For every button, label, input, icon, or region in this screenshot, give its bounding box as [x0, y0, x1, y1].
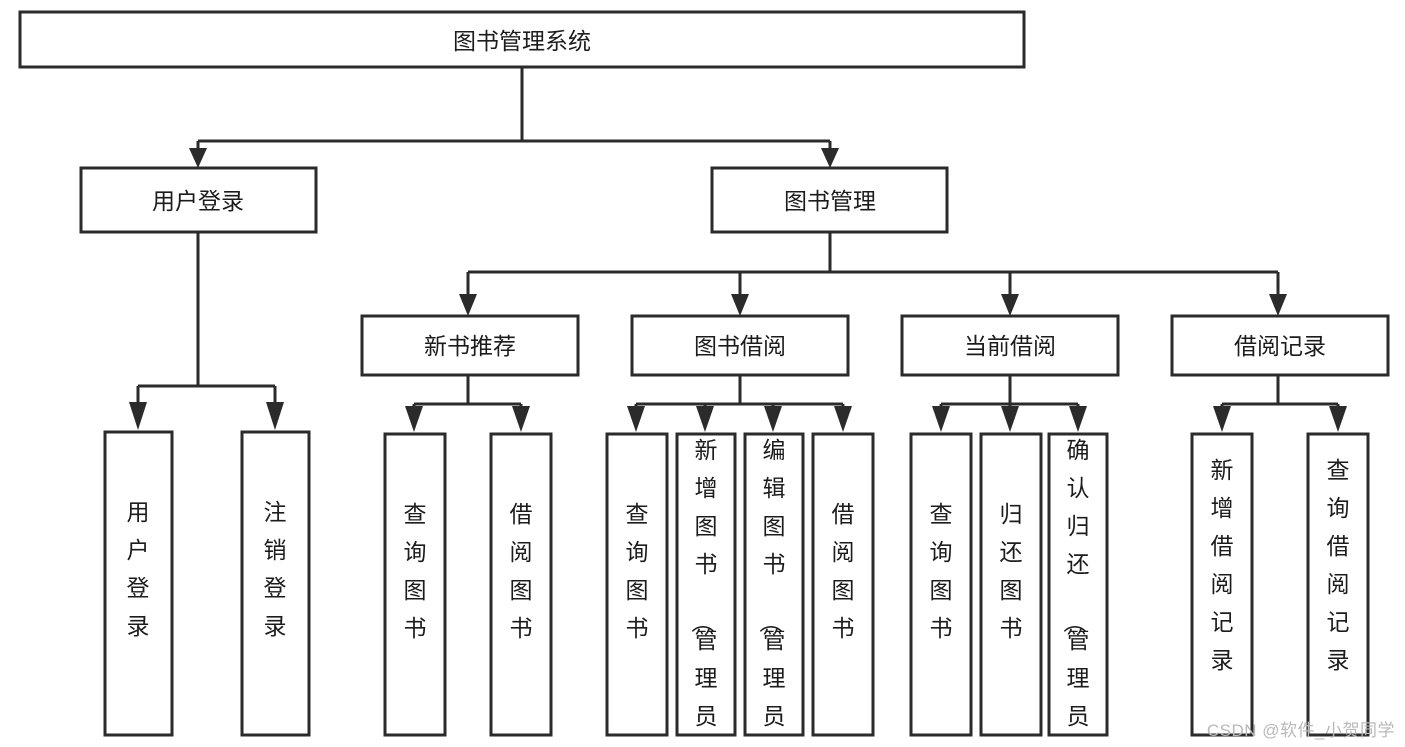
node-current-borrow-label: 当前借阅 — [964, 333, 1056, 359]
node-borrow-record-box[interactable] — [1170, 314, 1390, 377]
node-root-label: 图书管理系统 — [453, 28, 591, 54]
node-leaf-add-book-admin-label: 新增图书（管理员） — [690, 437, 718, 747]
node-leaf-query-book-3-box[interactable] — [909, 432, 973, 737]
arrow-book-borrow-to-leaf2 — [696, 406, 714, 432]
node-leaf-confirm-return-admin[interactable]: 确认归还（管理员） — [1047, 432, 1109, 747]
node-leaf-edit-book-admin[interactable]: 编辑图书（管理员） — [743, 432, 805, 747]
arrow-book-borrow-to-leaf1 — [627, 406, 645, 432]
arrow-book-manage-to-current-borrow — [1001, 294, 1019, 316]
node-leaf-query-record[interactable]: 查询借阅记录 — [1306, 432, 1370, 737]
node-leaf-add-record-label: 新增借阅记录 — [1211, 457, 1234, 673]
node-leaf-borrow-book-1-box[interactable] — [489, 432, 553, 737]
node-leaf-query-book-2-label: 查询图书 — [626, 501, 649, 641]
node-root[interactable]: 图书管理系统 — [18, 10, 1026, 69]
node-current-borrow[interactable]: 当前借阅 — [900, 314, 1120, 377]
arrow-book-manage-to-borrow-record — [1269, 294, 1287, 316]
node-new-book-rec[interactable]: 新书推荐 — [360, 314, 580, 377]
node-leaf-borrow-book-1[interactable]: 借阅图书 — [489, 432, 553, 737]
node-leaf-return-book-box[interactable] — [979, 432, 1043, 737]
arrow-current-borrow-to-leaf1 — [932, 406, 950, 432]
node-leaf-user-login-label: 用户登录 — [127, 499, 150, 639]
node-leaf-add-record-box[interactable] — [1190, 432, 1254, 737]
node-leaf-query-book-1[interactable]: 查询图书 — [383, 432, 447, 737]
arrow-current-borrow-to-leaf3 — [1069, 406, 1087, 432]
node-leaf-query-book-2-box[interactable] — [605, 432, 669, 737]
node-leaf-query-book-3-label: 查询图书 — [930, 501, 953, 641]
node-leaf-borrow-book-2-label: 借阅图书 — [832, 501, 855, 641]
node-leaf-query-book-2[interactable]: 查询图书 — [605, 432, 669, 737]
node-borrow-record[interactable]: 借阅记录 — [1170, 314, 1390, 377]
arrow-book-borrow-to-leaf3 — [764, 406, 782, 432]
node-leaf-borrow-book-2[interactable]: 借阅图书 — [811, 432, 875, 737]
node-leaf-query-book-1-box[interactable] — [383, 432, 447, 737]
node-leaf-user-login[interactable]: 用户登录 — [103, 430, 174, 737]
arrow-book-borrow-to-leaf4 — [834, 406, 852, 432]
node-book-borrow-box[interactable] — [630, 314, 850, 377]
node-book-manage-label: 图书管理 — [784, 188, 876, 214]
node-leaf-edit-book-admin-box[interactable] — [743, 432, 805, 737]
arrow-root-to-book-manage — [821, 148, 839, 168]
node-new-book-rec-box[interactable] — [360, 314, 580, 377]
node-leaf-query-record-label: 查询借阅记录 — [1327, 457, 1350, 673]
node-leaf-add-book-admin[interactable]: 新增图书（管理员） — [675, 432, 737, 747]
node-book-borrow[interactable]: 图书借阅 — [630, 314, 850, 377]
arrow-current-borrow-to-leaf2 — [1001, 406, 1019, 432]
node-book-manage-box[interactable] — [710, 166, 949, 234]
arrow-new-book-to-leaf2 — [512, 406, 530, 432]
csdn-watermark: CSDN @软件_小贺同学 — [1206, 721, 1395, 740]
arrow-borrow-record-to-leaf1 — [1213, 406, 1231, 432]
node-new-book-rec-label: 新书推荐 — [424, 333, 516, 359]
node-leaf-user-login-box[interactable] — [103, 430, 174, 737]
node-user-login[interactable]: 用户登录 — [79, 166, 318, 234]
node-leaf-confirm-return-admin-label: 确认归还（管理员） — [1062, 437, 1090, 747]
node-borrow-record-label: 借阅记录 — [1234, 333, 1326, 359]
node-leaf-query-book-1-label: 查询图书 — [404, 501, 427, 641]
node-leaf-borrow-book-2-box[interactable] — [811, 432, 875, 737]
arrow-user-login-to-leaf2 — [266, 402, 284, 430]
node-leaf-query-record-box[interactable] — [1306, 432, 1370, 737]
arrow-book-manage-to-book-borrow — [731, 294, 749, 316]
node-current-borrow-box[interactable] — [900, 314, 1120, 377]
node-root-box[interactable] — [18, 10, 1026, 69]
node-leaf-confirm-return-admin-box[interactable] — [1047, 432, 1109, 737]
node-leaf-borrow-book-1-label: 借阅图书 — [510, 501, 533, 641]
arrow-book-manage-to-new-book — [459, 294, 477, 316]
node-book-borrow-label: 图书借阅 — [694, 333, 786, 359]
arrow-user-login-to-leaf1 — [129, 402, 147, 430]
node-leaf-return-book-label: 归还图书 — [1000, 501, 1023, 641]
node-leaf-logout-label: 注销登录 — [264, 499, 287, 639]
arrow-borrow-record-to-leaf2 — [1329, 406, 1347, 432]
arrow-root-to-user-login — [189, 148, 207, 168]
node-leaf-query-book-3[interactable]: 查询图书 — [909, 432, 973, 737]
node-leaf-add-record[interactable]: 新增借阅记录 — [1190, 432, 1254, 737]
node-leaf-add-book-admin-box[interactable] — [675, 432, 737, 737]
node-book-manage[interactable]: 图书管理 — [710, 166, 949, 234]
node-user-login-label: 用户登录 — [152, 188, 244, 214]
node-leaf-edit-book-admin-label: 编辑图书（管理员） — [758, 437, 786, 747]
node-leaf-logout-box[interactable] — [240, 430, 311, 737]
connector-group — [129, 67, 1347, 432]
node-leaf-logout[interactable]: 注销登录 — [240, 430, 311, 737]
arrow-new-book-to-leaf1 — [405, 406, 423, 432]
node-leaf-return-book[interactable]: 归还图书 — [979, 432, 1043, 737]
node-user-login-box[interactable] — [79, 166, 318, 234]
